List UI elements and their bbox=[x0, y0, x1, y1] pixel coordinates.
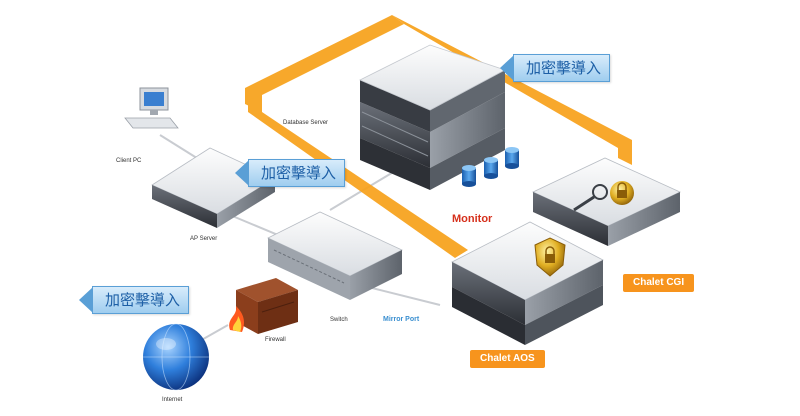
label-switch: Switch bbox=[330, 317, 348, 323]
tag-chalet-cgi: Chalet CGI bbox=[623, 274, 695, 292]
chalet-cgi-appliance bbox=[532, 157, 681, 246]
callout-top: 加密擊導入 bbox=[499, 54, 611, 82]
database-server bbox=[359, 44, 507, 190]
magnifier-icon bbox=[573, 184, 608, 212]
link-switch-mirror bbox=[371, 287, 441, 306]
label-mirror-port: Mirror Port bbox=[383, 316, 420, 323]
database-cylinders-icon bbox=[462, 147, 519, 187]
label-client-pc: Client PC bbox=[116, 158, 142, 164]
firewall-icon bbox=[229, 278, 298, 334]
lock-icon bbox=[610, 181, 634, 205]
link-pc-ap bbox=[159, 134, 201, 161]
label-internet: Internet bbox=[162, 397, 183, 403]
callout-left: 加密擊導入 bbox=[78, 286, 190, 314]
callout-middle: 加密擊導入 bbox=[234, 159, 346, 187]
traffic-flow-band bbox=[245, 15, 632, 258]
shield-lock-icon bbox=[534, 237, 566, 277]
label-ap-server: AP Server bbox=[190, 236, 218, 242]
tag-chalet-aos: Chalet AOS bbox=[470, 350, 545, 368]
chalet-aos-appliance bbox=[451, 221, 604, 345]
switch bbox=[267, 211, 403, 300]
label-monitor: Monitor bbox=[452, 213, 493, 225]
internet-globe-icon bbox=[143, 323, 209, 391]
label-firewall: Firewall bbox=[265, 337, 286, 343]
label-database-server: Database Server bbox=[283, 120, 329, 126]
client-pc bbox=[124, 87, 179, 129]
